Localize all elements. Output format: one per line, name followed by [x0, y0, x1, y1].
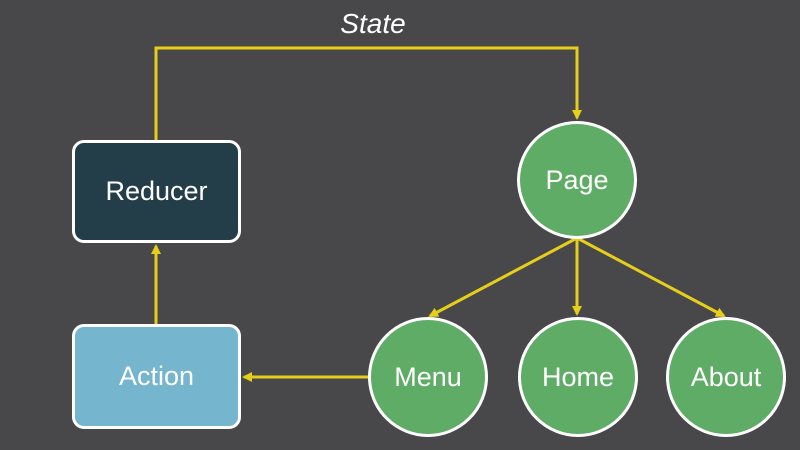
- about-node-label: About: [690, 361, 762, 392]
- action-node: Action: [72, 324, 241, 429]
- action-node-label: Action: [118, 361, 195, 391]
- about-node: About: [666, 317, 786, 437]
- edge-page-to-menu: [428, 236, 578, 318]
- page-node: Page: [517, 121, 637, 239]
- edge-page-to-about: [576, 236, 726, 318]
- menu-node-label: Menu: [394, 361, 462, 392]
- home-node: Home: [518, 317, 638, 437]
- edge-reducer-to-page: [154, 46, 582, 140]
- page-node-label: Page: [545, 164, 609, 195]
- menu-node: Menu: [368, 317, 488, 437]
- state-edge-label: State: [340, 8, 406, 39]
- reducer-node: Reducer: [72, 140, 241, 243]
- reducer-node-label: Reducer: [105, 176, 208, 206]
- home-node-label: Home: [541, 361, 615, 392]
